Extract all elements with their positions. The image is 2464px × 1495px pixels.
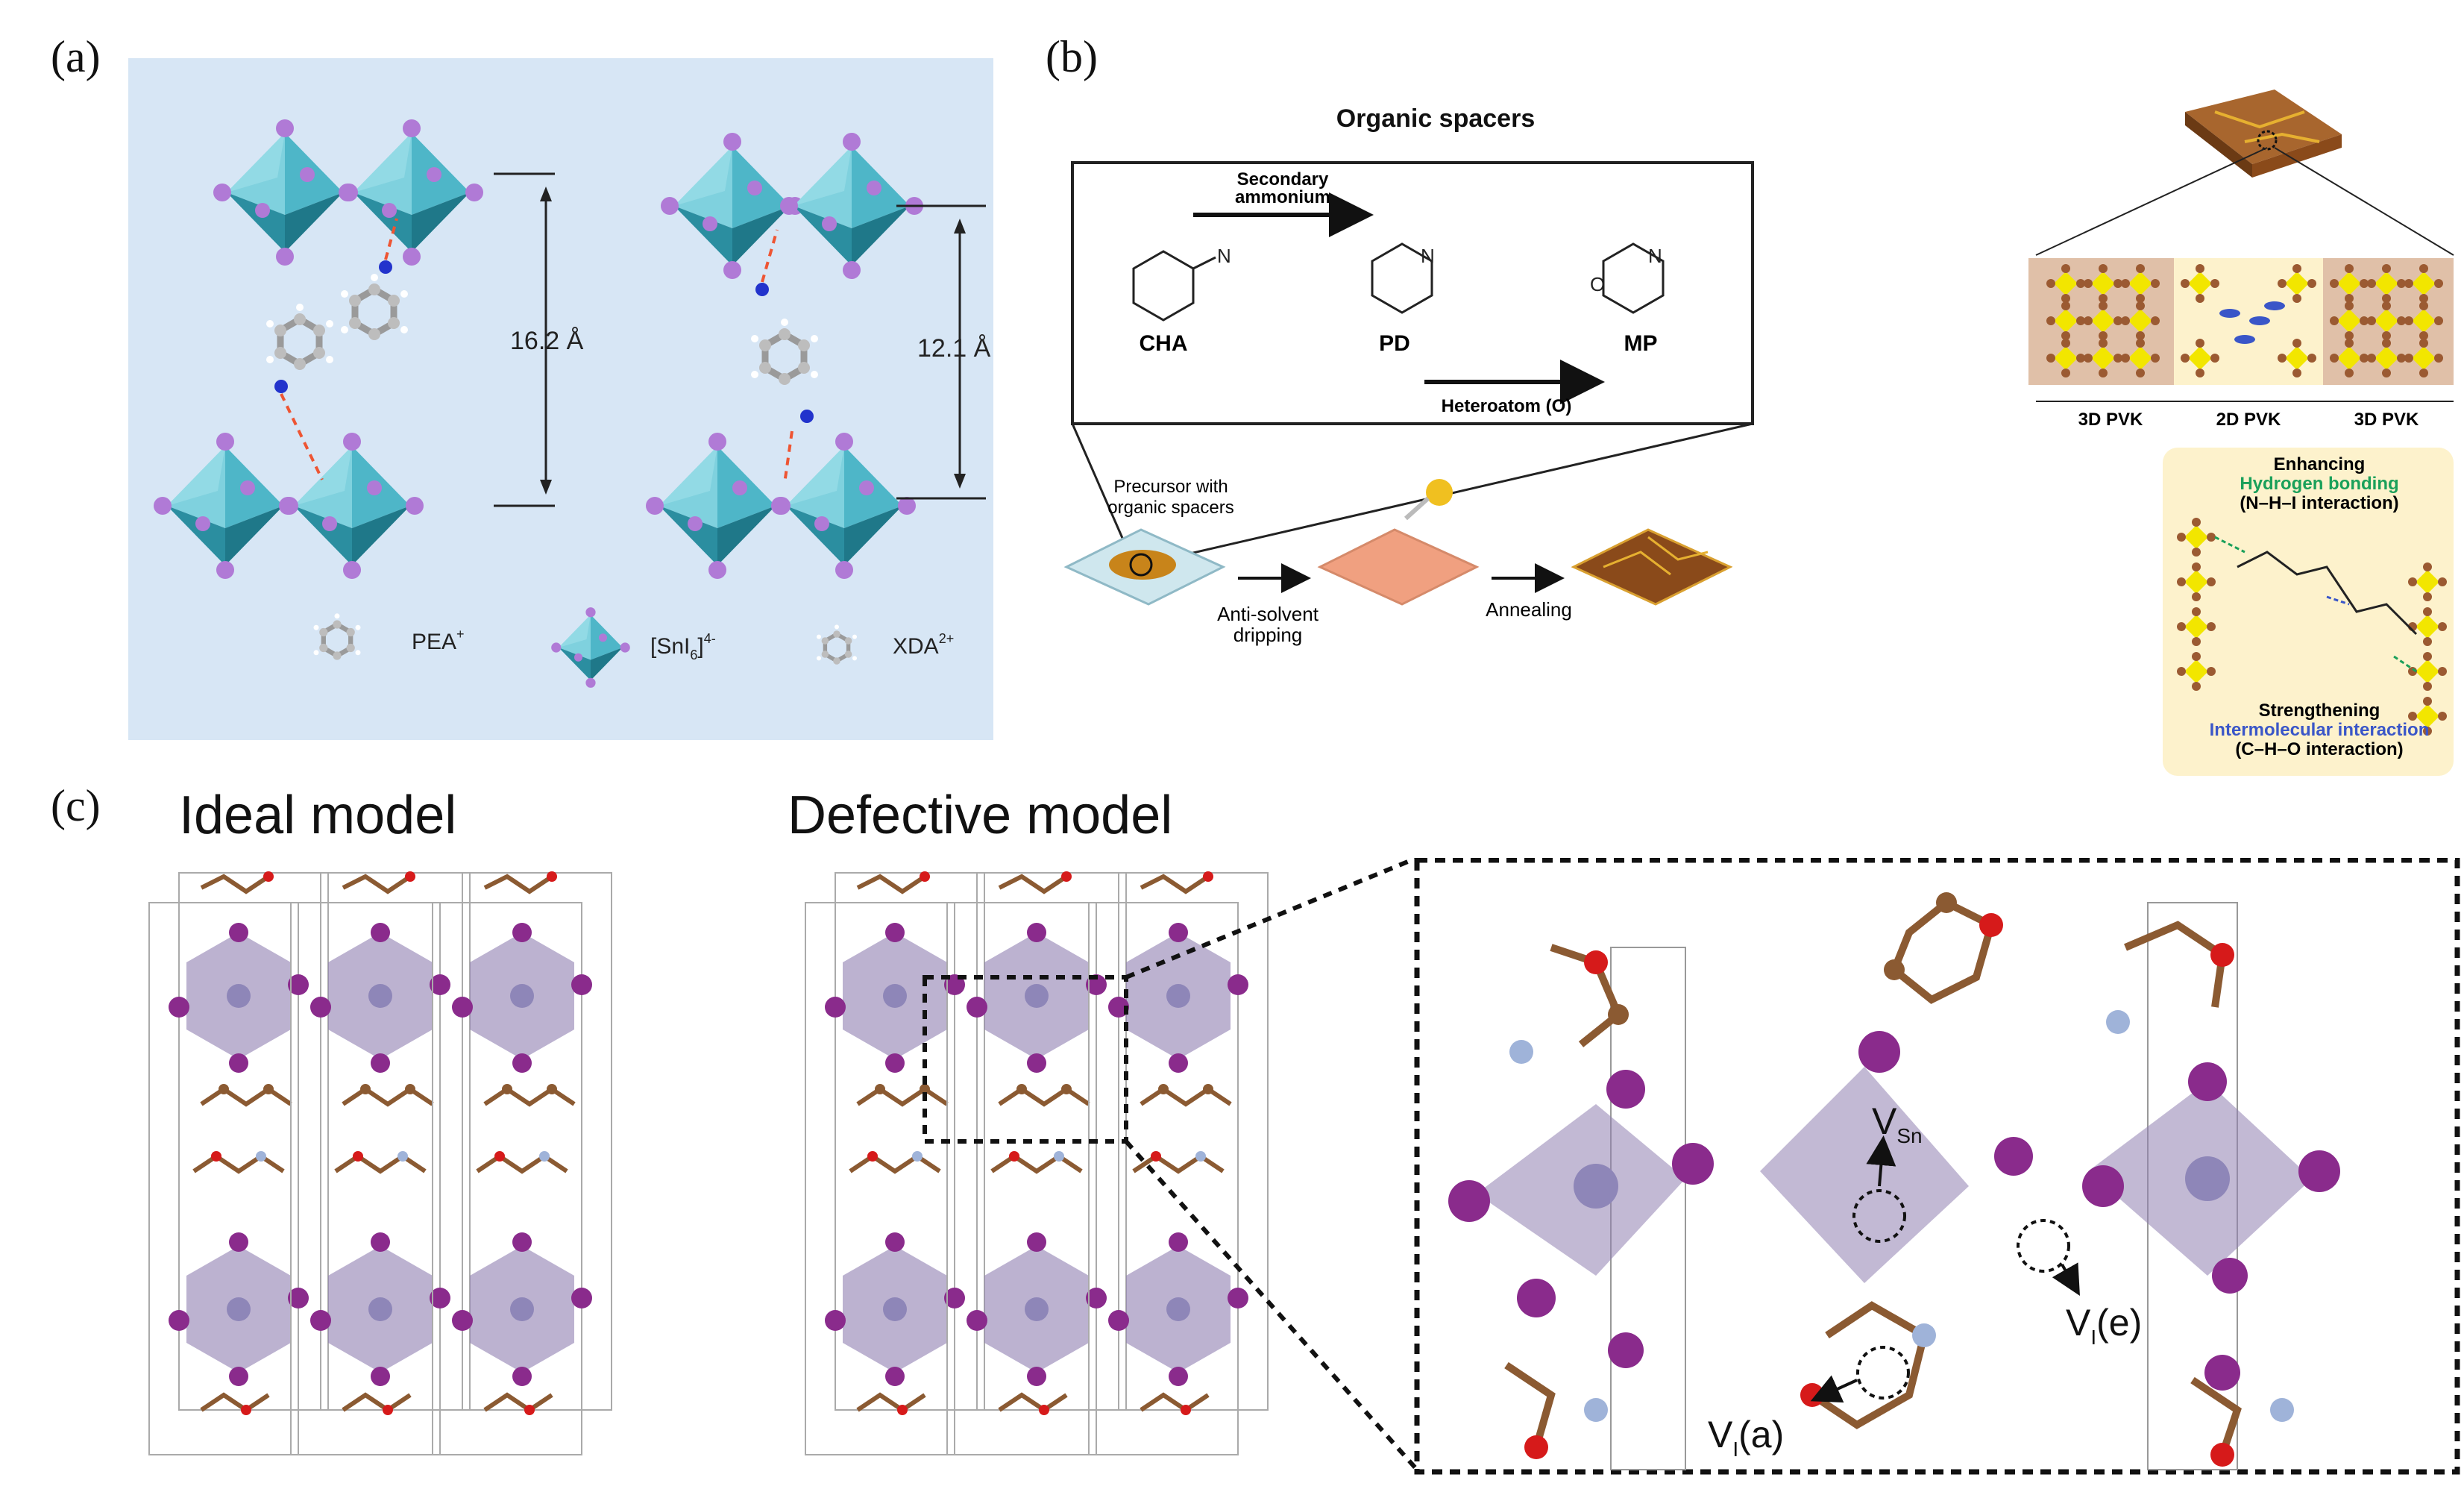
anti-solvent-label-2: dripping [1233,624,1303,646]
xda-legend-label: XDA2+ [893,631,954,659]
pvk-label-2d: 2D PVK [2216,410,2281,430]
dropper-icon [1426,479,1453,506]
pvk-lattice [2046,264,2443,377]
panel-b-label: (b) [1046,32,1098,81]
organic-spacers-title: Organic spacers [1336,104,1535,133]
ideal-model-title: Ideal model [179,786,457,845]
sni6-legend-label: [SnI6]4- [650,631,716,662]
panel-a-figure: 16.2 Å 12.1 Å PEA+ [SnI6]4- XDA2+ [128,58,993,740]
vacancy-ie-label: VI(e) [2066,1302,2142,1349]
defective-model-title: Defective model [788,786,1173,845]
panel-a-label: (a) [51,32,101,81]
vacancy-ie-circle [2017,1219,2070,1273]
mp-ring [1602,242,1665,314]
svg-text:N: N [1217,245,1231,267]
nhi-label: (N–H–I interaction) [2240,493,2398,513]
arrow-top-label-2: ammonium [1235,187,1330,207]
svg-text:O: O [1590,273,1605,295]
distance-right: 12.1 Å [917,334,991,363]
spacer-chain [2237,551,2418,636]
organic-spacers-box [1071,161,1754,425]
panel-b-figure: Organic spacers Secondary ammonium Heter… [1063,90,2454,776]
distance-left: 16.2 Å [510,327,584,355]
defective-cell-2 [947,871,1126,1455]
molecule-cha: CHA [1140,331,1188,356]
substrate-3 [1571,528,1733,606]
panel-c-figure: VSn VI(e) VI(a) [134,858,2460,1475]
intermolecular-label: Intermolecular interaction [2210,720,2430,740]
defective-cell-3 [1089,871,1268,1455]
arrow-top-label-1: Secondary [1237,169,1329,189]
svg-text:N: N [1648,245,1662,267]
precursor-label-1: Precursor with [1113,477,1228,497]
vacancy-sn-label: VSn [1872,1100,1923,1147]
annealing-label: Annealing [1486,598,1572,621]
substrate-2 [1317,528,1480,606]
pvk-label-3d-left: 3D PVK [2078,410,2143,430]
enhancing-label: Enhancing [2274,454,2366,474]
defective-cell-1 [805,871,984,1455]
ideal-cell-3 [433,871,612,1455]
hbond-label: Hydrogen bonding [2240,474,2398,494]
interaction-box [2163,448,2454,776]
pd-ring [1371,242,1433,314]
svg-text:N: N [1421,245,1435,267]
vacancy-ia-label: VI(a) [1708,1414,1784,1461]
precursor-label-2: organic spacers [1107,498,1233,518]
vacancy-ia-circle [1856,1346,1910,1400]
pea-legend-label: PEA+ [412,627,465,654]
molecule-mp: MP [1624,331,1658,356]
panel-c-label: (c) [51,781,101,830]
vacancy-sn-circle [1852,1189,1906,1243]
precursor-drop [1109,550,1176,580]
ideal-cell-1 [149,871,328,1455]
pvk-label-3d-right: 3D PVK [2354,410,2419,430]
cho-label: (C–H–O interaction) [2235,739,2403,759]
arrow-bottom-label: Heteroatom (O) [1442,396,1572,416]
anti-solvent-label-1: Anti-solvent [1217,603,1319,625]
molecule-pd: PD [1379,331,1410,356]
cha-ring [1132,250,1195,322]
ideal-cell-2 [291,871,470,1455]
strengthening-label: Strengthening [2259,701,2380,721]
zoom-region [923,975,1128,1144]
